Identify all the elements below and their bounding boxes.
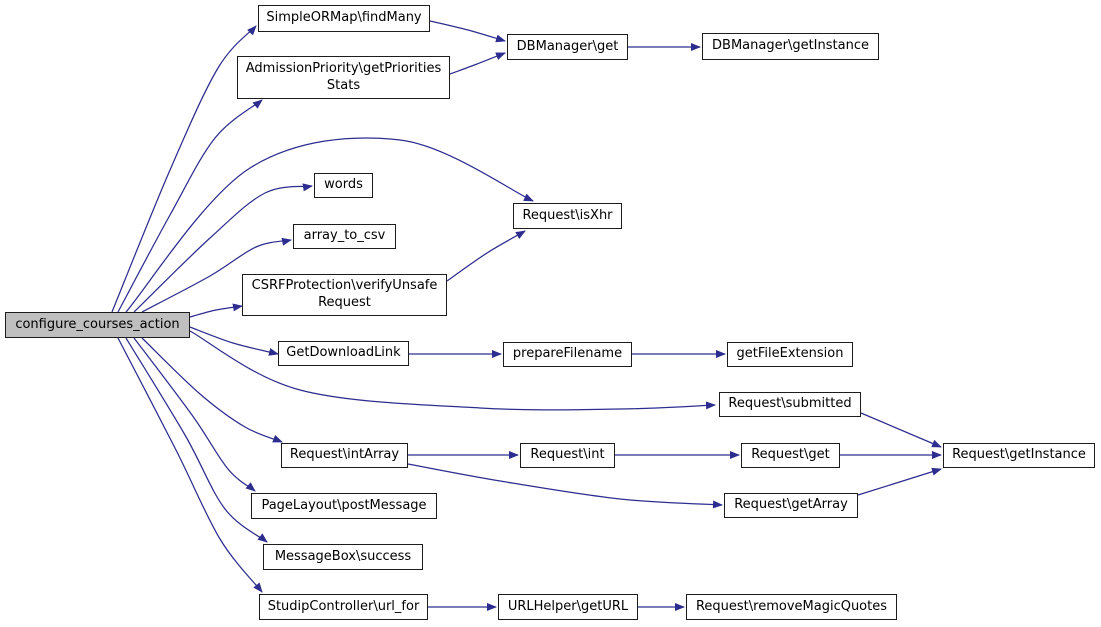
edge-getArray-to-getInstance <box>857 467 942 496</box>
edge-configure-to-isXhr <box>125 137 534 313</box>
node-dbGetInstance[interactable]: DBManager\getInstance <box>702 33 879 60</box>
node-getDownloadLink[interactable]: GetDownloadLink <box>278 341 409 366</box>
edge-submitted-to-getInstance <box>860 412 942 448</box>
node-intArray[interactable]: Request\intArray <box>281 443 408 468</box>
node-isXhr[interactable]: Request\isXhr <box>513 203 622 229</box>
edge-configure-to-msgSuccess <box>125 337 268 543</box>
node-words[interactable]: words <box>314 173 373 198</box>
node-prepareFilename[interactable]: prepareFilename <box>503 342 632 367</box>
edge-configure-to-words <box>133 183 313 313</box>
edge-configure-to-arrayToCsv <box>141 237 292 313</box>
node-getFileExtension[interactable]: getFileExtension <box>727 342 853 367</box>
node-findMany[interactable]: SimpleORMap\findMany <box>258 5 430 32</box>
node-submitted[interactable]: Request\submitted <box>719 392 861 417</box>
edge-configure-to-urlFor <box>117 337 263 593</box>
node-getUrl[interactable]: URLHelper\getURL <box>498 594 638 620</box>
node-configure[interactable]: configure_courses_action <box>5 312 190 338</box>
node-arrayToCsv[interactable]: array_to_csv <box>293 224 396 249</box>
edge-configure-to-postMessage <box>133 337 256 492</box>
node-csrfVerify[interactable]: CSRFProtection\verifyUnsafe Request <box>242 274 447 316</box>
edge-configure-to-getDownloadLink <box>189 326 279 356</box>
edge-configure-to-intArray <box>141 337 283 443</box>
node-getInstance[interactable]: Request\getInstance <box>943 443 1095 468</box>
edge-configure-to-csrfVerify <box>189 303 243 318</box>
node-msgSuccess[interactable]: MessageBox\success <box>263 544 423 570</box>
edge-csrfVerify-to-isXhr <box>446 230 526 282</box>
node-admissionStats[interactable]: AdmissionPriority\getPriorities Stats <box>237 56 450 99</box>
node-urlFor[interactable]: StudipController\url_for <box>259 594 428 620</box>
edge-intArray-to-getArray <box>407 463 723 509</box>
edge-findMany-to-dbGet <box>429 20 506 43</box>
node-getArray[interactable]: Request\getArray <box>724 493 858 518</box>
node-dbGet[interactable]: DBManager\get <box>507 34 628 60</box>
node-reqGet[interactable]: Request\get <box>741 443 840 468</box>
edge-configure-to-findMany <box>111 25 257 313</box>
edge-configure-to-admissionStats <box>117 99 263 313</box>
node-postMessage[interactable]: PageLayout\postMessage <box>251 493 437 519</box>
edge-admissionStats-to-dbGet <box>449 52 506 75</box>
node-removeMagicQuotes[interactable]: Request\removeMagicQuotes <box>686 594 897 620</box>
node-reqInt[interactable]: Request\int <box>520 443 615 468</box>
edge-configure-to-submitted <box>189 330 716 411</box>
